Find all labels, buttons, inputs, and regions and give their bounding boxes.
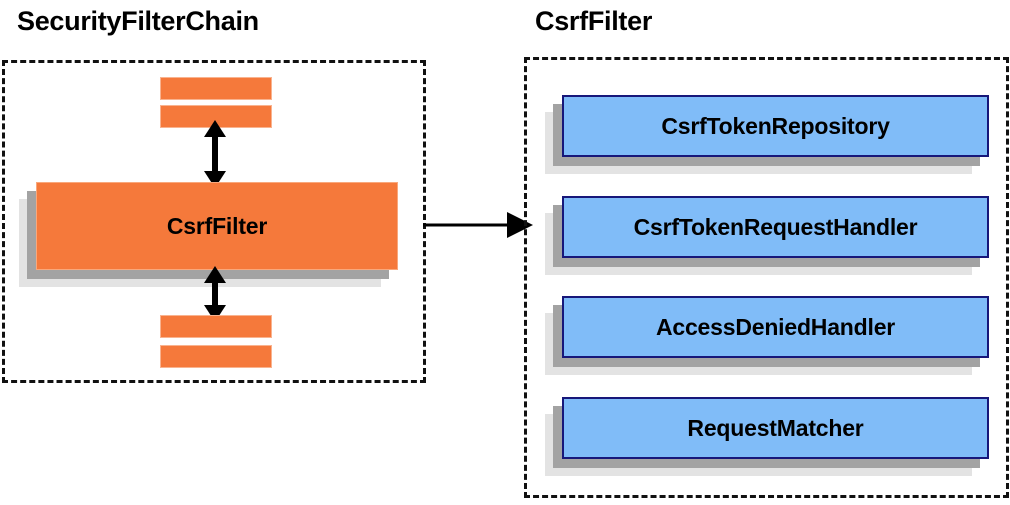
filter-bar-below-1 <box>160 315 272 338</box>
collaborator-card-access-denied-handler[interactable]: AccessDeniedHandler <box>545 296 989 375</box>
csrf-filter-card-label: CsrfFilter <box>36 182 398 270</box>
filter-bar-above-1 <box>160 77 272 100</box>
expands-to-arrow-icon <box>423 212 533 238</box>
security-filter-chain-panel <box>2 60 426 383</box>
collaborator-card-label: CsrfTokenRepository <box>562 95 989 157</box>
page-title-security-filter-chain: SecurityFilterChain <box>17 6 259 36</box>
collaborator-card-csrf-token-repository[interactable]: CsrfTokenRepository <box>545 95 989 174</box>
csrf-filter-details-panel <box>524 57 1009 498</box>
double-arrow-below-icon <box>204 266 226 322</box>
filter-bar-below-2 <box>160 345 272 368</box>
collaborator-card-label: CsrfTokenRequestHandler <box>562 196 989 258</box>
double-arrow-above-icon <box>204 120 226 188</box>
page-title-csrf-filter: CsrfFilter <box>535 6 653 36</box>
collaborator-card-request-matcher[interactable]: RequestMatcher <box>545 397 989 476</box>
collaborator-card-csrf-token-request-handler[interactable]: CsrfTokenRequestHandler <box>545 196 989 275</box>
collaborator-card-label: AccessDeniedHandler <box>562 296 989 358</box>
csrf-filter-card[interactable]: CsrfFilter <box>19 182 398 287</box>
collaborator-card-label: RequestMatcher <box>562 397 989 459</box>
